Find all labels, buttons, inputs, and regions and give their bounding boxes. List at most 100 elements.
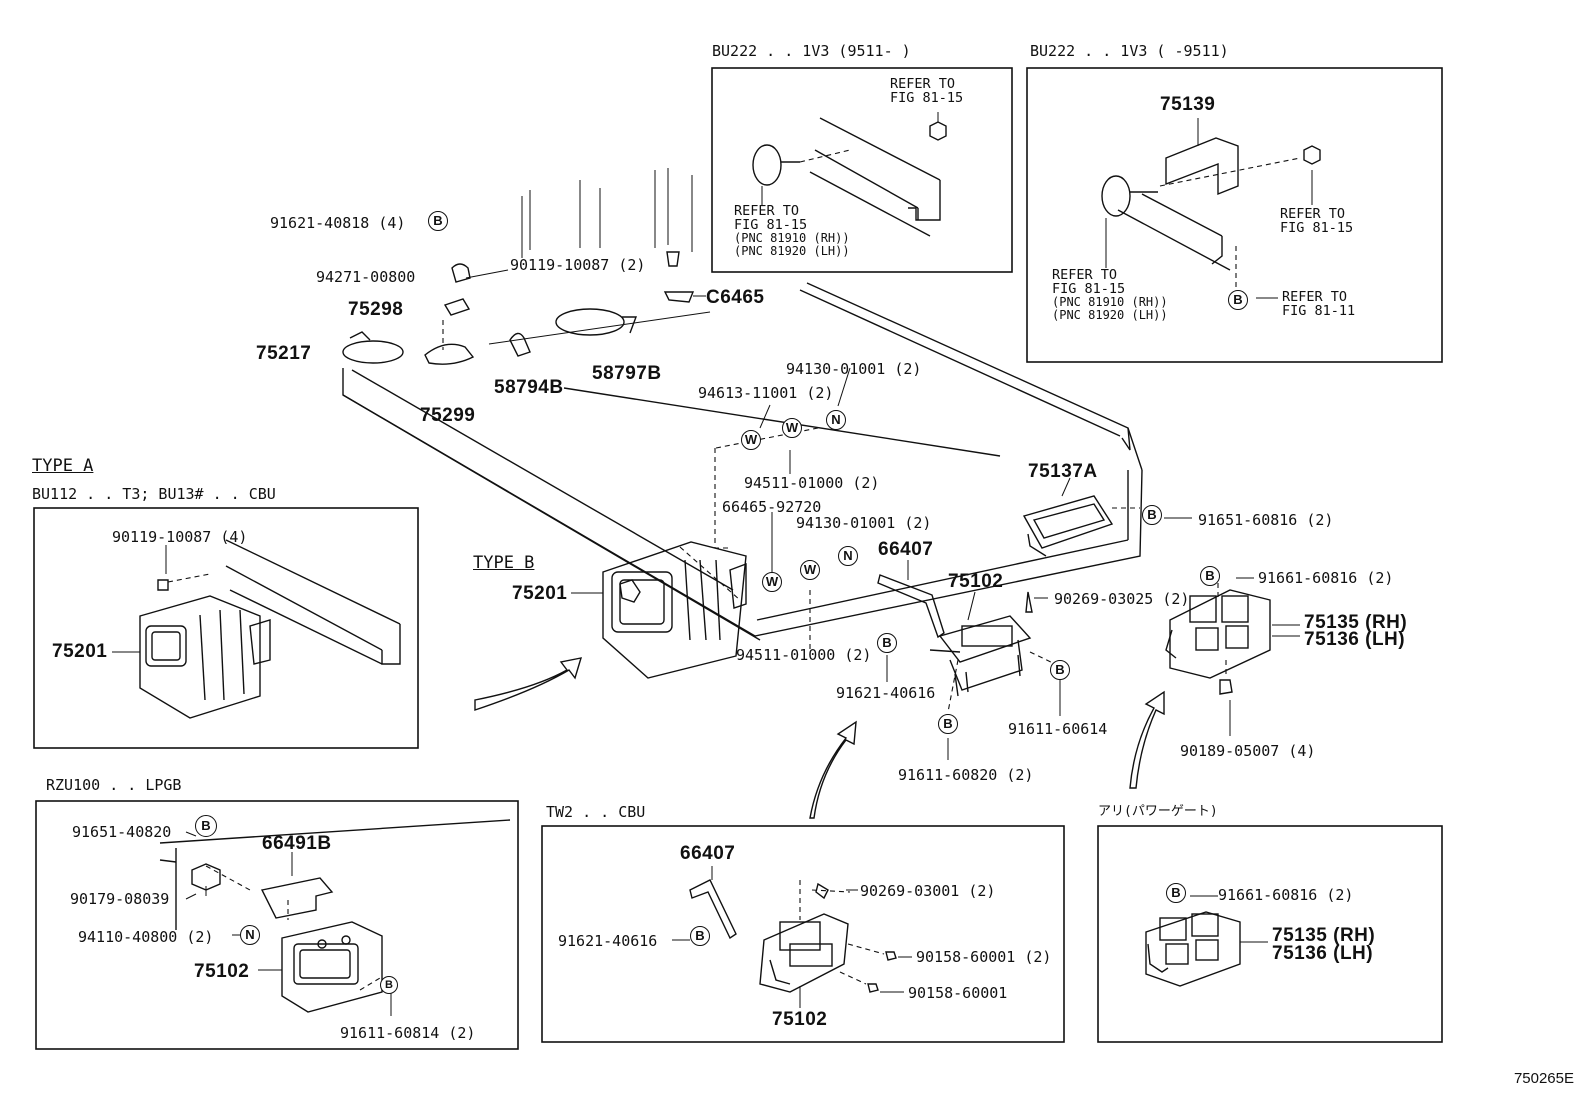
label-94271-00800: 94271-00800 (316, 268, 416, 286)
note-line: FIG 81-11 (1282, 303, 1356, 320)
arrow-tw2 (809, 720, 857, 819)
header-type-a: BU112 . . T3; BU13# . . CBU (32, 485, 276, 503)
art-rzu (159, 819, 511, 1013)
symbol-w: W (782, 418, 802, 438)
symbol-w: W (762, 572, 782, 592)
label-91621-40818: 91621-40818 (4) (270, 214, 406, 232)
note-1v3-old-right: REFER TO FIG 81-15 (1280, 206, 1353, 236)
bracket-66407-main (877, 574, 945, 639)
symbol-b: B (1166, 883, 1186, 903)
part-75299: 75299 (420, 405, 476, 426)
tailgate-body (342, 168, 1143, 641)
label-94130-upper: 94130-01001 (2) (786, 360, 922, 378)
symbol-b: B (1200, 566, 1220, 586)
symbol-n: N (240, 925, 260, 945)
label-94511-upper: 94511-01000 (2) (744, 474, 880, 492)
label-91651-main: 91651-60816 (2) (1198, 511, 1334, 529)
art-type-a (139, 539, 401, 719)
note-line: FIG 81-15 (734, 217, 808, 234)
note-1v3-new-left: REFER TO FIG 81-15 (PNC 81910 (RH)) (PNC… (734, 204, 850, 258)
header-1v3-old: BU222 . . 1V3 ( -9511) (1030, 42, 1229, 60)
part-75135-main: 75135 (RH) (1304, 612, 1408, 633)
part-75201-main: 75201 (512, 583, 568, 604)
note-line: (PNC 81910 (RH)) (734, 231, 850, 246)
symbol-n: N (838, 546, 858, 566)
label-rzu-91611: 91611-60814 (2) (340, 1024, 476, 1042)
panel-box-1v3-old (1026, 67, 1443, 363)
symbol-b: B (690, 926, 710, 946)
note-1v3-old-left: REFER TO FIG 81-15 (PNC 81910 (RH)) (PNC… (1052, 268, 1168, 322)
note-line: FIG 81-15 (890, 90, 964, 107)
note-line: REFER TO (734, 203, 800, 219)
screw-90269-main (1025, 591, 1033, 613)
hinge-75135-main (1165, 589, 1271, 679)
art-1v3-old (1101, 118, 1321, 299)
part-tw2-75102: 75102 (772, 1009, 828, 1030)
note-line: (PNC 81910 (RH)) (1052, 295, 1168, 310)
symbol-w: W (741, 430, 761, 450)
note-line: FIG 81-15 (1052, 281, 1126, 298)
leader-75137a (1061, 477, 1071, 497)
part-pg-75136: 75136 (LH) (1272, 943, 1374, 964)
note-line: REFER TO (1052, 267, 1118, 283)
label-type-a-bolt: 90119-10087 (4) (112, 528, 248, 546)
label-rzu-90179: 90179-08039 (70, 890, 170, 908)
symbol-b: B (1228, 290, 1248, 310)
note-line: REFER TO (890, 76, 956, 92)
label-tw2-91621: 91621-40616 (558, 932, 658, 950)
note-line: (PNC 81920 (LH)) (1052, 307, 1168, 322)
art-tw2 (689, 879, 897, 993)
note-line: REFER TO (1280, 206, 1346, 222)
symbol-w: W (800, 560, 820, 580)
symbol-b: B (195, 815, 217, 837)
label-91611-60614: 91611-60614 (1008, 720, 1108, 738)
label-90189: 90189-05007 (4) (1180, 742, 1316, 760)
nut-90189 (1219, 679, 1233, 695)
header-tw2: TW2 . . CBU (546, 803, 646, 821)
panel-box-type-a (33, 507, 419, 749)
label-94511-lower: 94511-01000 (2) (736, 646, 872, 664)
leader-75102-main (967, 591, 976, 621)
arrow-power-gate (1129, 690, 1165, 789)
part-58794b: 58794B (494, 377, 564, 398)
panel-box-tw2 (541, 825, 1065, 1043)
part-75298: 75298 (348, 299, 404, 320)
bracket-75201-main (602, 541, 747, 679)
arrow-type-a (474, 657, 583, 711)
label-pg-91661: 91661-60816 (2) (1218, 886, 1354, 904)
cover-75137a (1022, 495, 1114, 557)
label-90119-10087-main: 90119-10087 (2) (510, 256, 646, 274)
part-c6465: C6465 (706, 287, 765, 308)
art-power-gate (1145, 895, 1268, 987)
label-rzu-94110: 94110-40800 (2) (78, 928, 214, 946)
leader-rzu-90179 (185, 893, 197, 900)
part-58797b: 58797B (592, 363, 662, 384)
label-rzu-91651: 91651-40820 (72, 823, 172, 841)
art-1v3-new (752, 112, 947, 237)
part-66407-main: 66407 (878, 539, 934, 560)
note-line: (PNC 81920 (LH)) (734, 243, 850, 258)
leader-94130-upper (837, 367, 851, 407)
part-rzu-75102: 75102 (194, 961, 250, 982)
header-1v3-new: BU222 . . 1V3 (9511- ) (712, 42, 911, 60)
symbol-b: B (1142, 505, 1162, 525)
label-tw2-90158-a: 90158-60001 (2) (916, 948, 1052, 966)
symbol-n: N (826, 410, 846, 430)
note-1v3-old-b: REFER TO FIG 81-11 (1282, 290, 1356, 320)
label-66465: 66465-92720 (722, 498, 822, 516)
upper-small-parts (342, 251, 706, 365)
label-tw2-90269: 90269-03001 (2) (860, 882, 996, 900)
part-75217: 75217 (256, 343, 312, 364)
label-94613: 94613-11001 (2) (698, 384, 834, 402)
part-75102-main: 75102 (948, 571, 1004, 592)
leader-94613 (759, 404, 771, 429)
symbol-b: B (938, 714, 958, 734)
part-75139: 75139 (1160, 94, 1216, 115)
note-1v3-new-top: REFER TO FIG 81-15 (890, 76, 964, 107)
part-75201-type-a: 75201 (52, 641, 108, 662)
part-pg-75135: 75135 (RH) (1272, 925, 1376, 946)
title-type-a: TYPE A (32, 456, 94, 476)
panel-box-rzu (35, 800, 519, 1050)
label-91661-main: 91661-60816 (2) (1258, 569, 1394, 587)
